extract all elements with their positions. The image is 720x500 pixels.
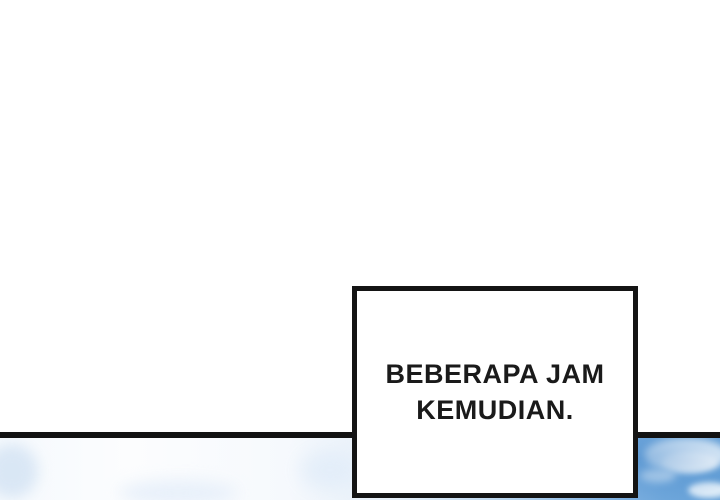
caption-box: BEBERAPA JAM KEMUDIAN.: [352, 286, 638, 498]
cloud-shape: [644, 438, 720, 472]
cloud-shape: [640, 468, 676, 482]
cloud-shape: [0, 444, 38, 498]
caption-text: BEBERAPA JAM KEMUDIAN.: [385, 356, 604, 428]
cloud-shape: [688, 482, 720, 498]
cloud-shape: [662, 452, 718, 472]
cloud-shape: [118, 480, 238, 500]
caption-line-1: BEBERAPA JAM: [385, 359, 605, 389]
cloud-shape: [300, 450, 360, 490]
caption-line-2: KEMUDIAN.: [416, 395, 574, 425]
